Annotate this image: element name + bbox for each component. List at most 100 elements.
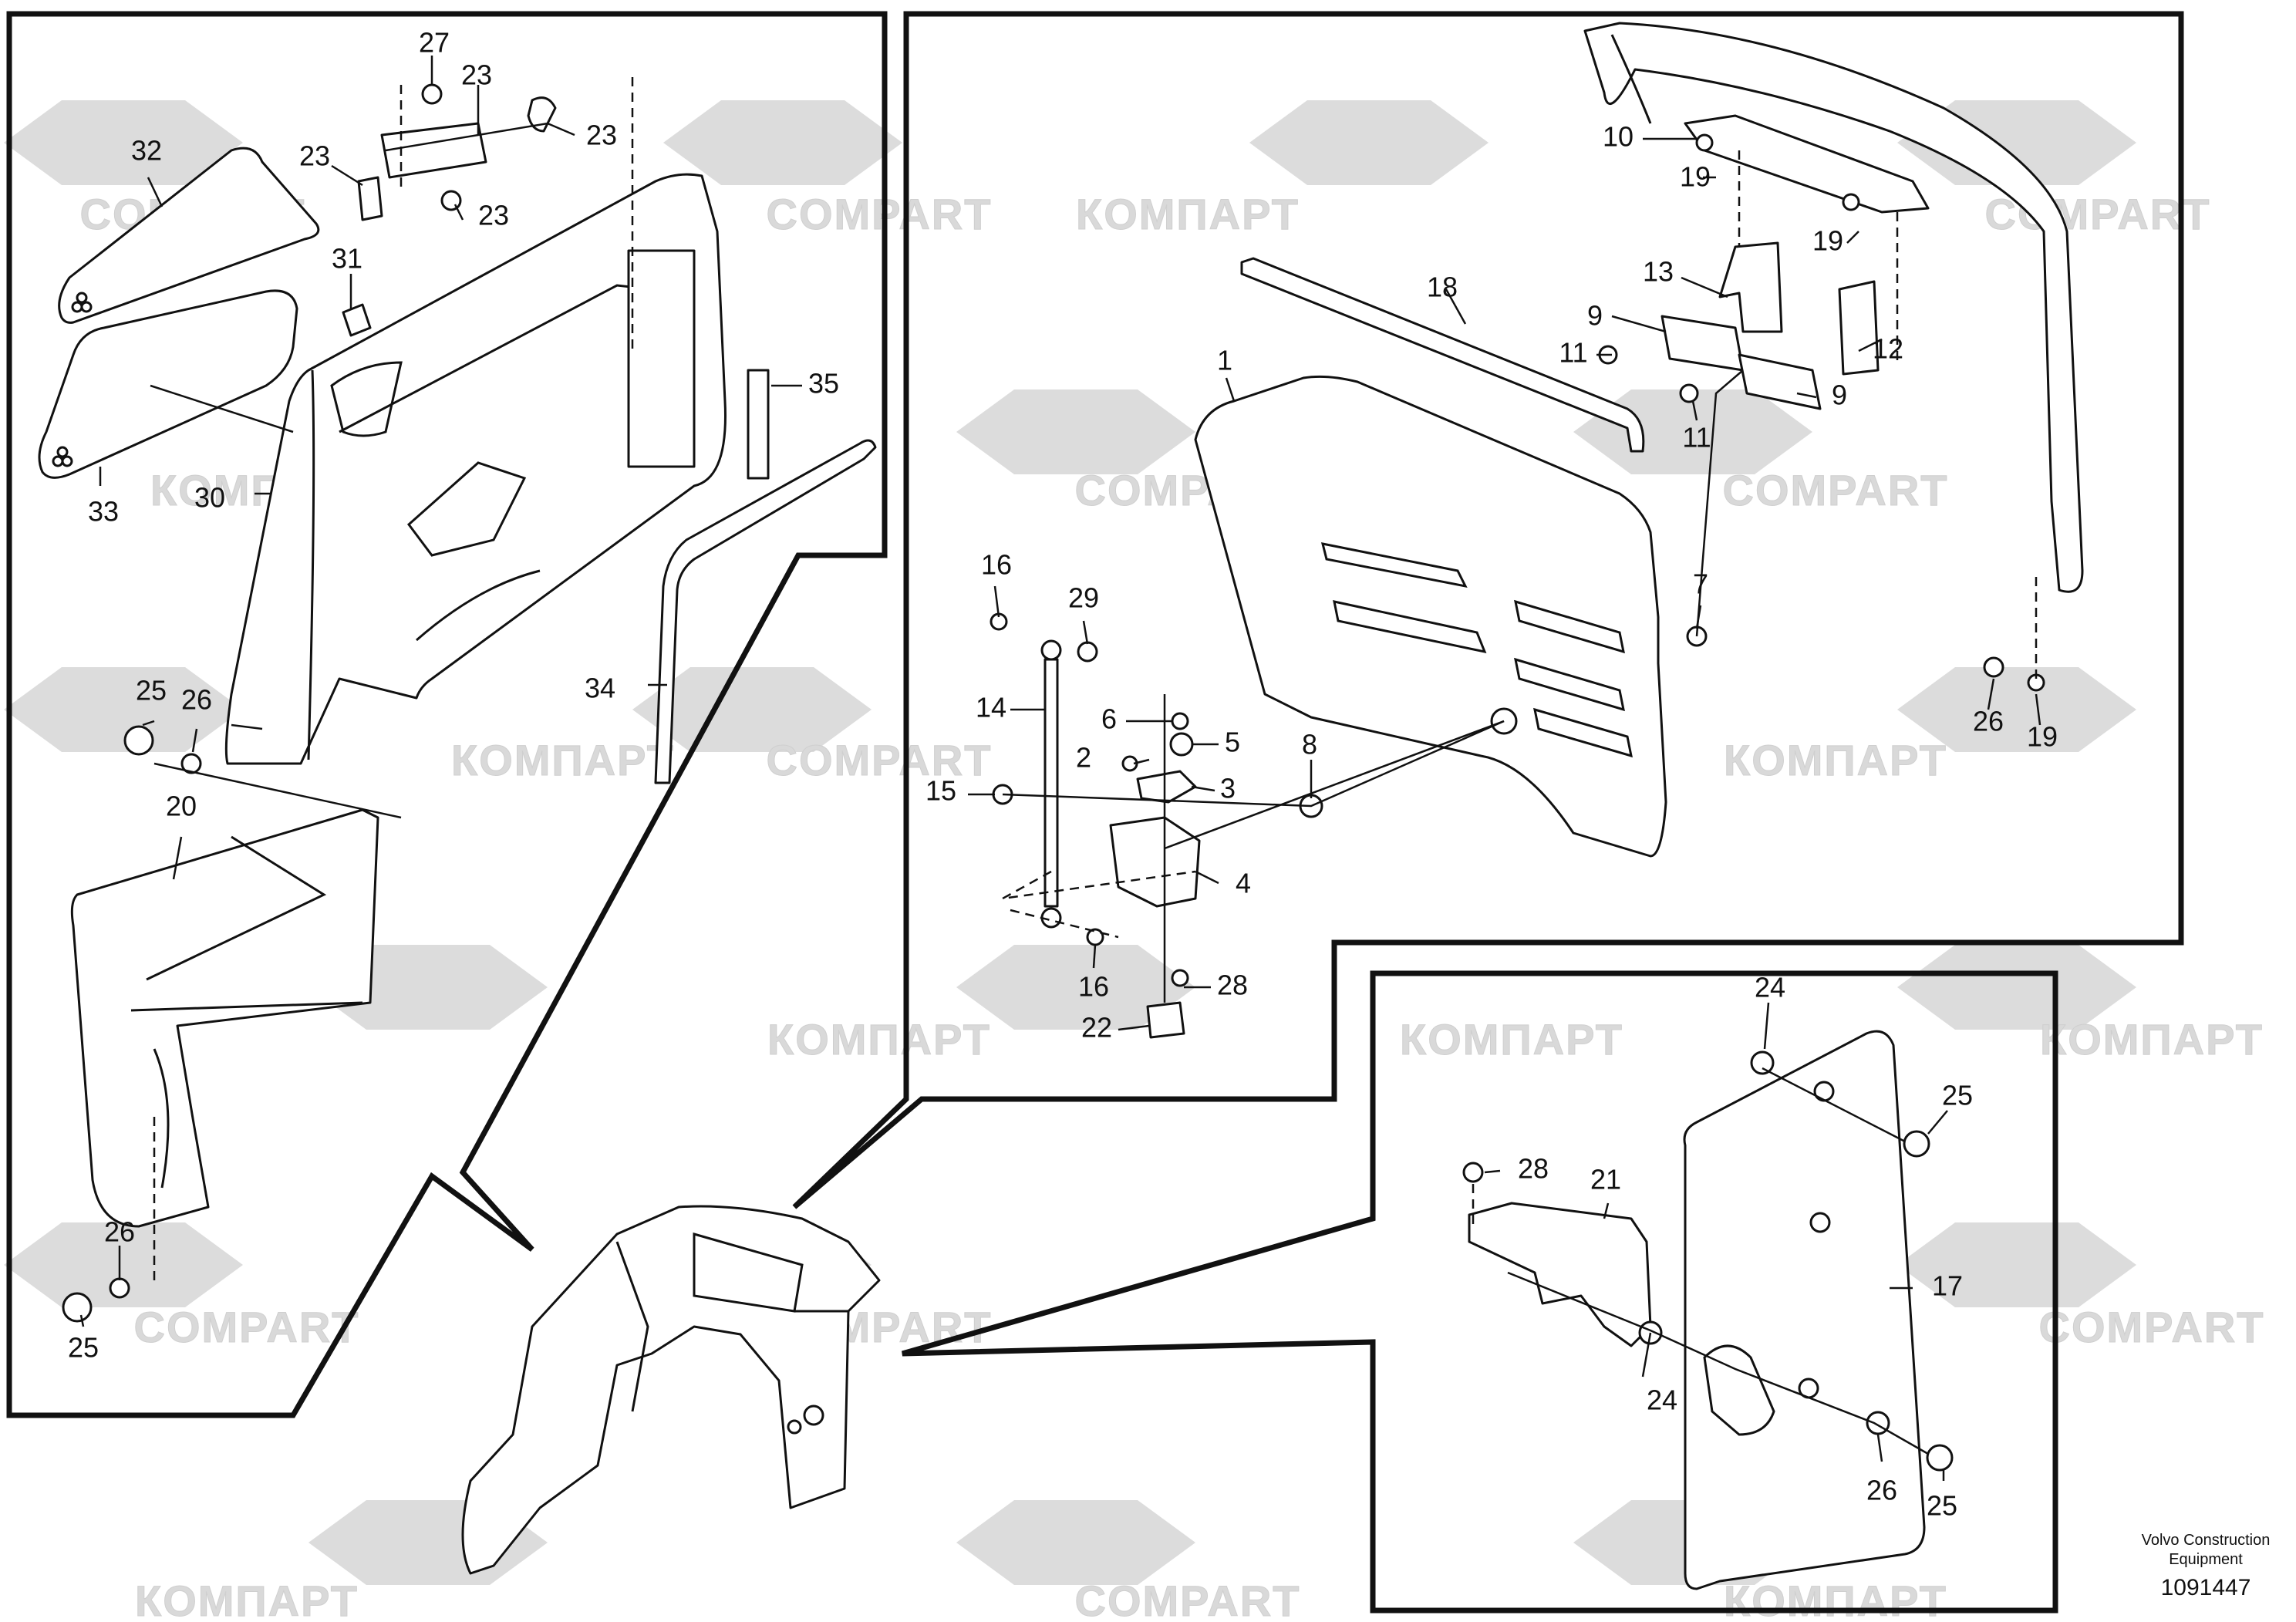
callout-label: 25 bbox=[68, 1332, 99, 1364]
part-hinge-bracket-right bbox=[1838, 280, 1880, 376]
bottom-right-panel-callouts: 24 25 28 21 17 24 26 25 bbox=[1518, 972, 1973, 1522]
svg-text:КОМПАРТ: КОМПАРТ bbox=[1724, 1576, 1947, 1622]
part-bolt-25 bbox=[1903, 1130, 1930, 1158]
callout-label: 22 bbox=[1081, 1012, 1112, 1044]
svg-text:COMPART: COMPART bbox=[1075, 1576, 1301, 1622]
watermark-tile: COMPART bbox=[632, 667, 993, 784]
overview-housing bbox=[461, 1205, 881, 1575]
callout-label: 26 bbox=[104, 1216, 135, 1248]
svg-text:COMPART: COMPART bbox=[134, 1303, 360, 1351]
callout-label: 27 bbox=[419, 27, 450, 59]
callout-label: 12 bbox=[1873, 333, 1903, 365]
watermark-tile: КОМПАРТ bbox=[1076, 100, 1489, 238]
callout-label: 7 bbox=[1693, 568, 1708, 600]
company-name-line1: Volvo Construction bbox=[2142, 1532, 2271, 1549]
watermark-tile: КОМПАРТ bbox=[1573, 1500, 1947, 1622]
svg-text:КОМПАРТ: КОМПАРТ bbox=[1076, 190, 1300, 238]
part-bolt-head bbox=[123, 725, 154, 756]
callout-label: 19 bbox=[1680, 161, 1711, 193]
callout-label: 9 bbox=[1587, 300, 1603, 332]
callout-label: 25 bbox=[1927, 1490, 1957, 1522]
watermark-tile: COMPART bbox=[4, 1222, 359, 1351]
callout-label: 4 bbox=[1236, 868, 1251, 899]
callout-label: 19 bbox=[1812, 225, 1843, 257]
part-side-window-upper bbox=[58, 147, 320, 324]
callout-label: 34 bbox=[585, 673, 615, 704]
callout-label: 24 bbox=[1755, 972, 1785, 1003]
svg-text:COMPART: COMPART bbox=[2039, 1303, 2265, 1351]
callout-label: 9 bbox=[1832, 379, 1847, 411]
svg-text:КОМПАРТ: КОМПАРТ bbox=[135, 1576, 359, 1622]
callout-label: 17 bbox=[1932, 1270, 1963, 1302]
callout-label: 8 bbox=[1302, 729, 1317, 760]
part-latch-bracket bbox=[380, 122, 487, 179]
top-right-panel-parts bbox=[968, 22, 2084, 1039]
part-pad bbox=[342, 303, 372, 337]
callout-label: 28 bbox=[1518, 1153, 1549, 1185]
part-roof-hood bbox=[1583, 22, 2084, 593]
bottom-right-panel-parts bbox=[1462, 1002, 1954, 1590]
part-gas-strut bbox=[1043, 658, 1059, 908]
callout-label: 31 bbox=[332, 243, 362, 275]
bottom-right-panel-frame bbox=[902, 970, 2058, 1614]
part-striker bbox=[1146, 1001, 1185, 1039]
callout-label: 26 bbox=[1973, 706, 2004, 737]
callout-label: 33 bbox=[88, 496, 119, 528]
part-screw-28 bbox=[1462, 1162, 1484, 1183]
svg-text:КОМПАРТ: КОМПАРТ bbox=[1724, 736, 1947, 784]
svg-text:КОМПАРТ: КОМПАРТ bbox=[1400, 1015, 1623, 1064]
callout-label: 25 bbox=[136, 675, 167, 706]
callout-label: 16 bbox=[981, 549, 1012, 581]
footer-block: Volvo Construction Equipment 1091447 bbox=[2142, 1532, 2271, 1600]
part-seal-strip bbox=[654, 439, 877, 784]
callout-label: 1 bbox=[1217, 345, 1232, 376]
svg-text:COMPART: COMPART bbox=[767, 190, 993, 238]
callout-label: 11 bbox=[1559, 337, 1587, 369]
watermark-tile: КОМПАРТ bbox=[4, 667, 673, 784]
callout-label: 29 bbox=[1068, 582, 1099, 614]
part-latch-knob bbox=[527, 96, 557, 133]
callout-label: 30 bbox=[194, 482, 225, 514]
callout-label: 16 bbox=[1078, 971, 1109, 1003]
callout-label: 19 bbox=[2027, 721, 2058, 753]
watermark-tile: COMPART bbox=[663, 100, 993, 238]
part-rod bbox=[747, 369, 770, 480]
watermark-tile: COMPART bbox=[1897, 1222, 2264, 1351]
part-hinge-bracket bbox=[1718, 241, 1783, 333]
callout-label: 23 bbox=[299, 140, 330, 172]
part-side-panel bbox=[1683, 1030, 1926, 1590]
watermark-tile: КОМПАРТ bbox=[1724, 667, 2136, 784]
left-panel-frame bbox=[6, 11, 888, 1418]
callout-label: 26 bbox=[181, 684, 212, 716]
part-door-seal bbox=[1240, 257, 1645, 453]
callout-label: 11 bbox=[1682, 422, 1711, 454]
company-name-line2: Equipment bbox=[2169, 1551, 2243, 1568]
part-washer bbox=[180, 753, 202, 774]
callout-label: 6 bbox=[1101, 703, 1117, 735]
drawing-number: 1091447 bbox=[2161, 1575, 2251, 1600]
part-hinge-plate bbox=[1660, 315, 1745, 372]
callout-label: 23 bbox=[586, 120, 617, 151]
part-rear-pillar bbox=[627, 249, 696, 468]
left-panel-callouts: 27 23 23 23 23 32 31 35 30 33 34 25 26 2… bbox=[68, 27, 839, 1364]
watermark-tile: COMPART bbox=[1573, 389, 1947, 514]
part-lower-housing bbox=[70, 808, 379, 1228]
callout-label: 24 bbox=[1647, 1384, 1677, 1416]
watermark-tile: КОМПАРТ bbox=[956, 945, 1623, 1064]
callout-label: 3 bbox=[1220, 773, 1236, 804]
part-washer-24 bbox=[1750, 1050, 1775, 1075]
callout-label: 14 bbox=[976, 692, 1006, 723]
callout-label: 18 bbox=[1427, 271, 1458, 303]
top-right-panel-callouts: 10 19 19 18 13 9 12 11 9 11 1 16 29 7 14… bbox=[925, 121, 2058, 1044]
watermark-tile: КОМПАРТ bbox=[1897, 945, 2264, 1064]
callout-label: 23 bbox=[461, 59, 492, 91]
callout-label: 25 bbox=[1942, 1080, 1973, 1111]
watermark-tile: КОМПАРТ bbox=[308, 945, 990, 1064]
watermark-tile: COMPART bbox=[956, 1500, 1300, 1622]
svg-text:COMPART: COMPART bbox=[767, 736, 993, 784]
part-latch-clip bbox=[357, 176, 383, 221]
left-panel-parts bbox=[38, 56, 877, 1327]
part-latch-3 bbox=[1136, 770, 1197, 804]
svg-text:КОМПАРТ: КОМПАРТ bbox=[2040, 1015, 2264, 1064]
